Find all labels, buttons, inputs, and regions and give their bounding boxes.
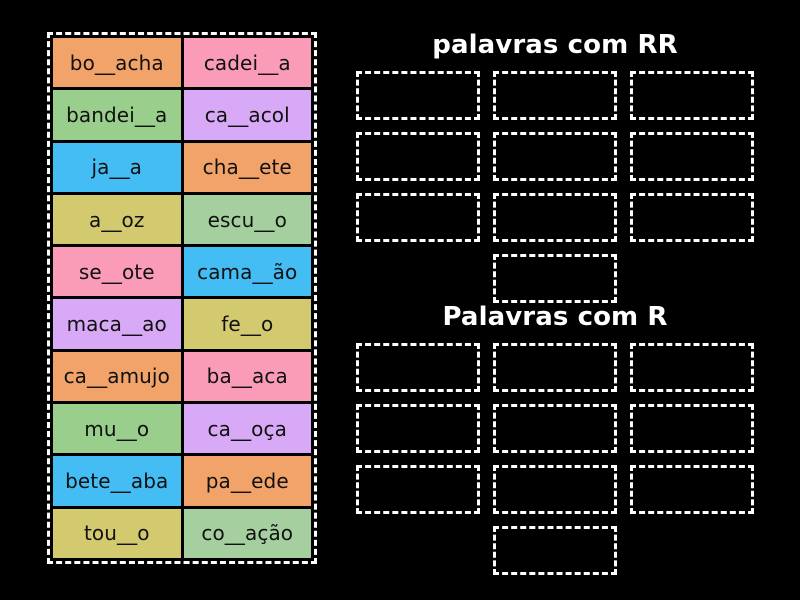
word-tile[interactable]: ca__oça bbox=[183, 404, 311, 454]
dropzone[interactable] bbox=[356, 193, 480, 242]
dropzone[interactable] bbox=[356, 343, 480, 392]
word-tile[interactable]: fe__o bbox=[183, 299, 311, 349]
dropzone[interactable] bbox=[493, 404, 617, 453]
dropzone[interactable] bbox=[630, 71, 754, 120]
word-tile[interactable]: cha__ete bbox=[183, 142, 311, 192]
word-tile[interactable]: bete__aba bbox=[53, 456, 181, 506]
dropzone[interactable] bbox=[493, 254, 617, 303]
word-tile[interactable]: se__ote bbox=[53, 247, 181, 297]
category-panel-rr: palavras com RR bbox=[340, 30, 770, 303]
dropzone[interactable] bbox=[356, 404, 480, 453]
dropzone[interactable] bbox=[630, 404, 754, 453]
word-tile[interactable]: ba__aca bbox=[183, 351, 311, 402]
dropzone-grid-r bbox=[340, 343, 770, 575]
dropzone[interactable] bbox=[356, 132, 480, 181]
category-panel-r: Palavras com R bbox=[340, 302, 770, 575]
dropzone-grid-rr bbox=[340, 71, 770, 303]
word-tile[interactable]: cama__ão bbox=[183, 247, 311, 297]
dropzone[interactable] bbox=[630, 343, 754, 392]
dropzone[interactable] bbox=[493, 71, 617, 120]
dropzone[interactable] bbox=[356, 71, 480, 120]
word-tile[interactable]: tou__o bbox=[53, 508, 181, 558]
word-tile[interactable]: a__oz bbox=[53, 194, 181, 245]
word-tile[interactable]: mu__o bbox=[53, 404, 181, 454]
word-tile[interactable]: maca__ao bbox=[53, 299, 181, 349]
word-tile[interactable]: co__ação bbox=[183, 508, 311, 558]
word-tile[interactable]: ca__amujo bbox=[53, 351, 181, 402]
word-tile[interactable]: ja__a bbox=[53, 142, 181, 192]
dropzone[interactable] bbox=[630, 132, 754, 181]
panel-title-rr: palavras com RR bbox=[432, 30, 678, 60]
dropzone[interactable] bbox=[493, 132, 617, 181]
word-tile[interactable]: pa__ede bbox=[183, 456, 311, 506]
word-tile[interactable]: cadei__a bbox=[183, 38, 311, 88]
word-tile[interactable]: ca__acol bbox=[183, 90, 311, 140]
word-tile[interactable]: bo__acha bbox=[53, 38, 181, 88]
dropzone[interactable] bbox=[356, 465, 480, 514]
word-tile[interactable]: bandei__a bbox=[53, 90, 181, 140]
dropzone[interactable] bbox=[493, 343, 617, 392]
dropzone[interactable] bbox=[630, 465, 754, 514]
dropzone[interactable] bbox=[493, 526, 617, 575]
dropzone[interactable] bbox=[493, 193, 617, 242]
word-tile[interactable]: escu__o bbox=[183, 194, 311, 245]
dropzone[interactable] bbox=[630, 193, 754, 242]
panel-title-r: Palavras com R bbox=[442, 302, 668, 332]
dropzone[interactable] bbox=[493, 465, 617, 514]
